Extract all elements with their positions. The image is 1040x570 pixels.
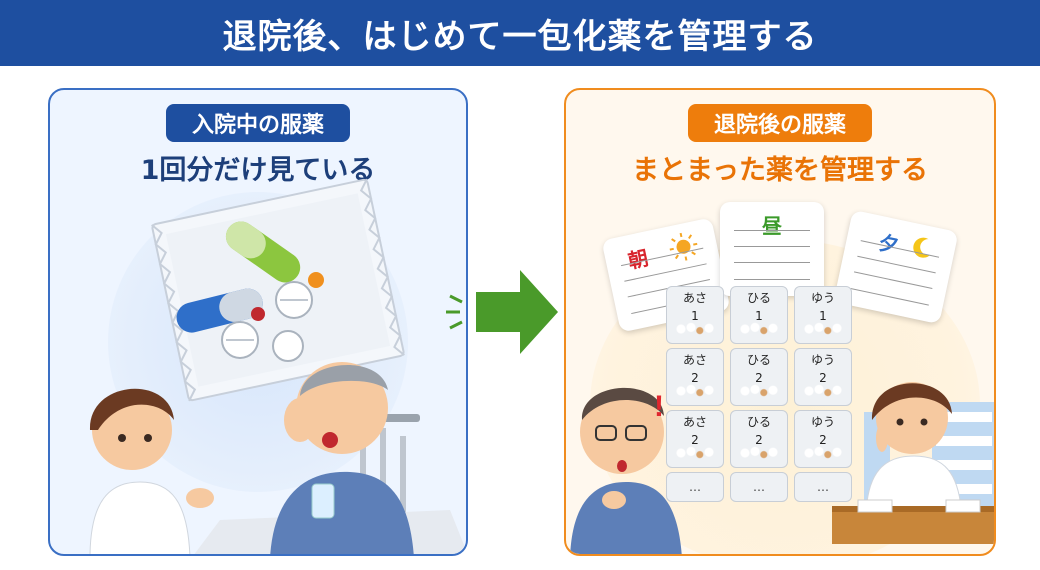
in-hospital-subtitle: 1回分だけ見ている: [140, 155, 376, 186]
medicine-packet-illustration: [89, 178, 466, 554]
pocket-more: …: [666, 472, 724, 502]
morning-card: 朝: [601, 217, 731, 333]
pill-orange-icon: [308, 272, 324, 288]
page-title: 退院後、はじめて一包化薬を管理する: [0, 0, 1040, 66]
arrow-right-icon: [446, 270, 558, 354]
capsule-green-icon: [225, 221, 301, 283]
pocket-more: …: [730, 472, 788, 502]
transition-arrow: [440, 262, 560, 362]
in-hospital-label: 入院中の服薬: [165, 104, 351, 142]
noon-card: 昼: [720, 202, 824, 296]
after-discharge-label: 退院後の服薬: [687, 104, 873, 142]
pill-red-icon: [251, 307, 265, 321]
tablet-white-icon: [272, 330, 304, 362]
pocket-more: …: [794, 472, 852, 502]
exclamation-mark: !: [654, 390, 664, 423]
elderly-man-icon: [570, 387, 682, 554]
people-illustration: !: [570, 382, 994, 554]
noon-label: 昼: [762, 214, 782, 238]
patient-elderly-man-icon: [270, 362, 414, 554]
after-discharge-subtitle: まとまった薬を管理する: [632, 155, 928, 186]
card-lines: [734, 230, 810, 280]
in-hospital-panel: 入院中の服薬 1回分だけ見ている: [48, 88, 468, 556]
evening-card: 夕: [833, 209, 959, 325]
nurse-icon: [89, 388, 214, 554]
pharmacist-icon: [865, 382, 963, 521]
desk-icon: [832, 499, 994, 544]
